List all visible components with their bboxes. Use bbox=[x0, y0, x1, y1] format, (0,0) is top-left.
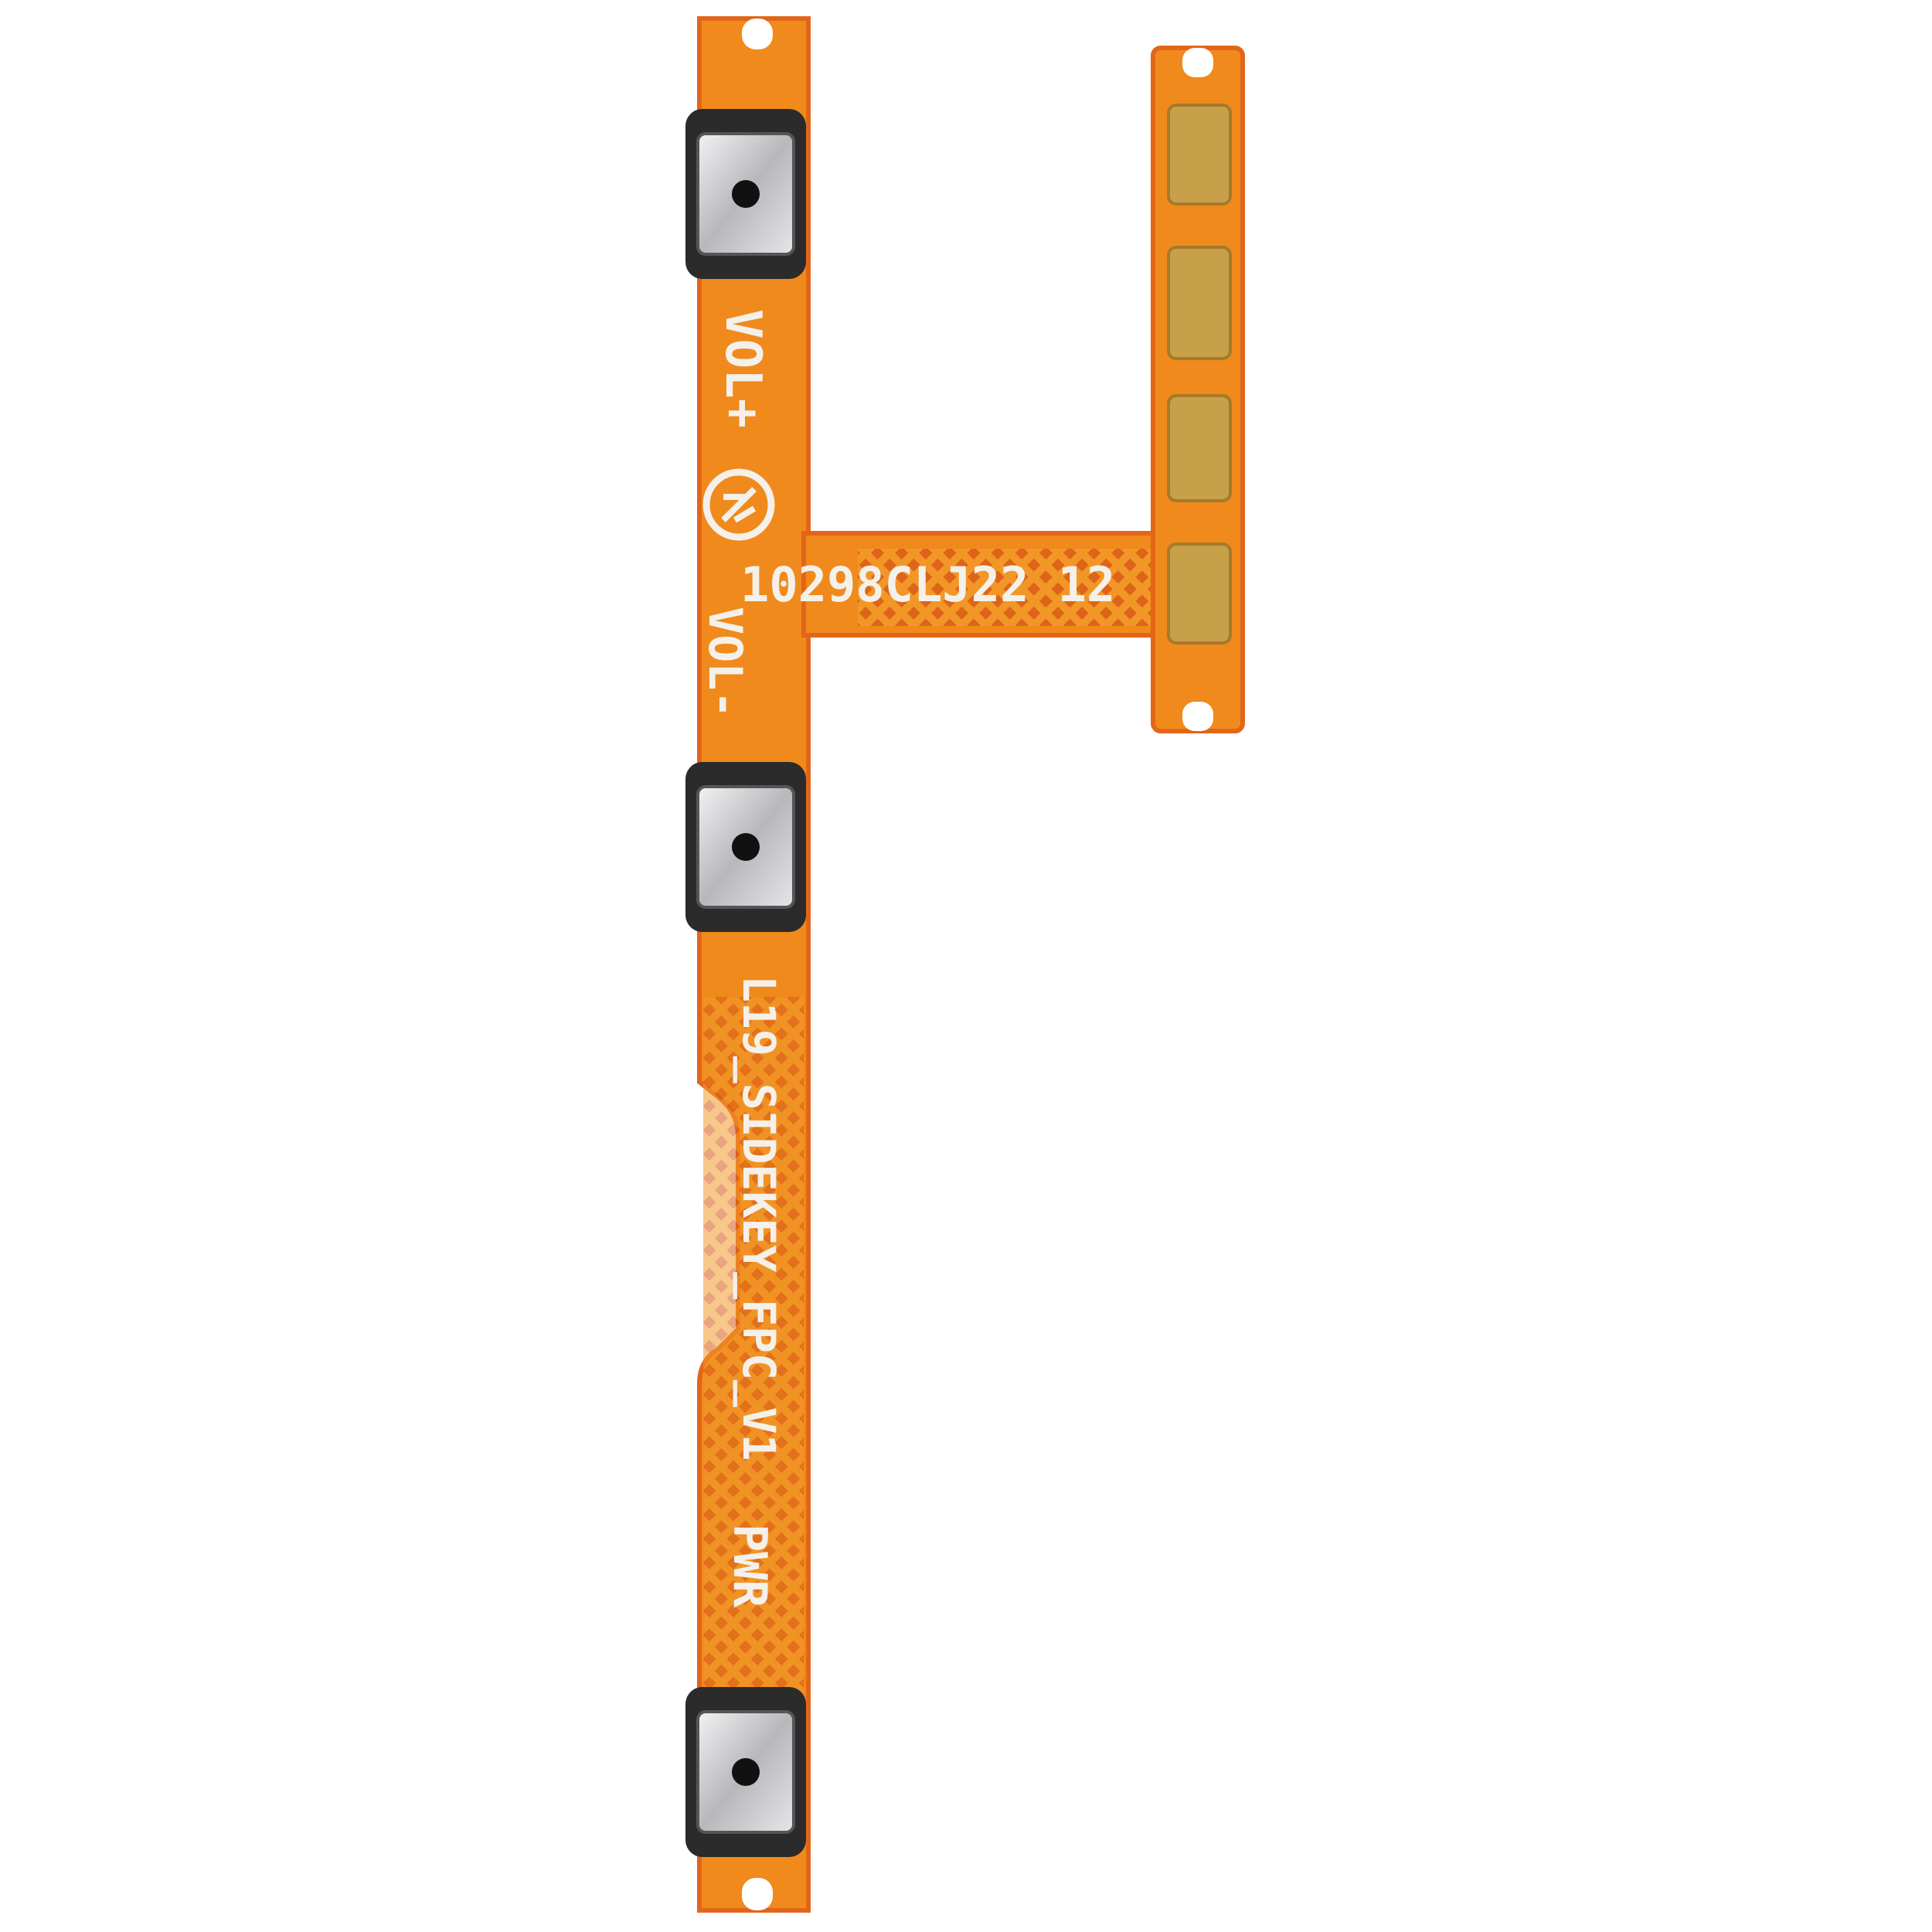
part-name-label: L19_SIDEKEY_FPC_V1 bbox=[733, 975, 785, 1461]
crossbar-mesh bbox=[858, 549, 1151, 626]
vol-up-label: VOL+ bbox=[714, 309, 771, 428]
right-notch-top bbox=[1182, 48, 1213, 77]
notch-bottom bbox=[742, 1878, 773, 1910]
manufacturer-logo bbox=[702, 468, 775, 541]
button-vol-up bbox=[685, 109, 806, 279]
mesh-area bbox=[703, 997, 804, 1824]
right-notch-bottom bbox=[1182, 702, 1213, 731]
vol-down-label: VOL- bbox=[698, 607, 752, 719]
notch-top bbox=[742, 19, 773, 49]
batch-code-label: 10298CLJ22 12 bbox=[740, 556, 1115, 613]
button-power bbox=[685, 1687, 806, 1857]
gold-pads bbox=[1167, 104, 1232, 645]
power-label: PWR bbox=[723, 1524, 777, 1608]
button-vol-down bbox=[685, 762, 806, 932]
